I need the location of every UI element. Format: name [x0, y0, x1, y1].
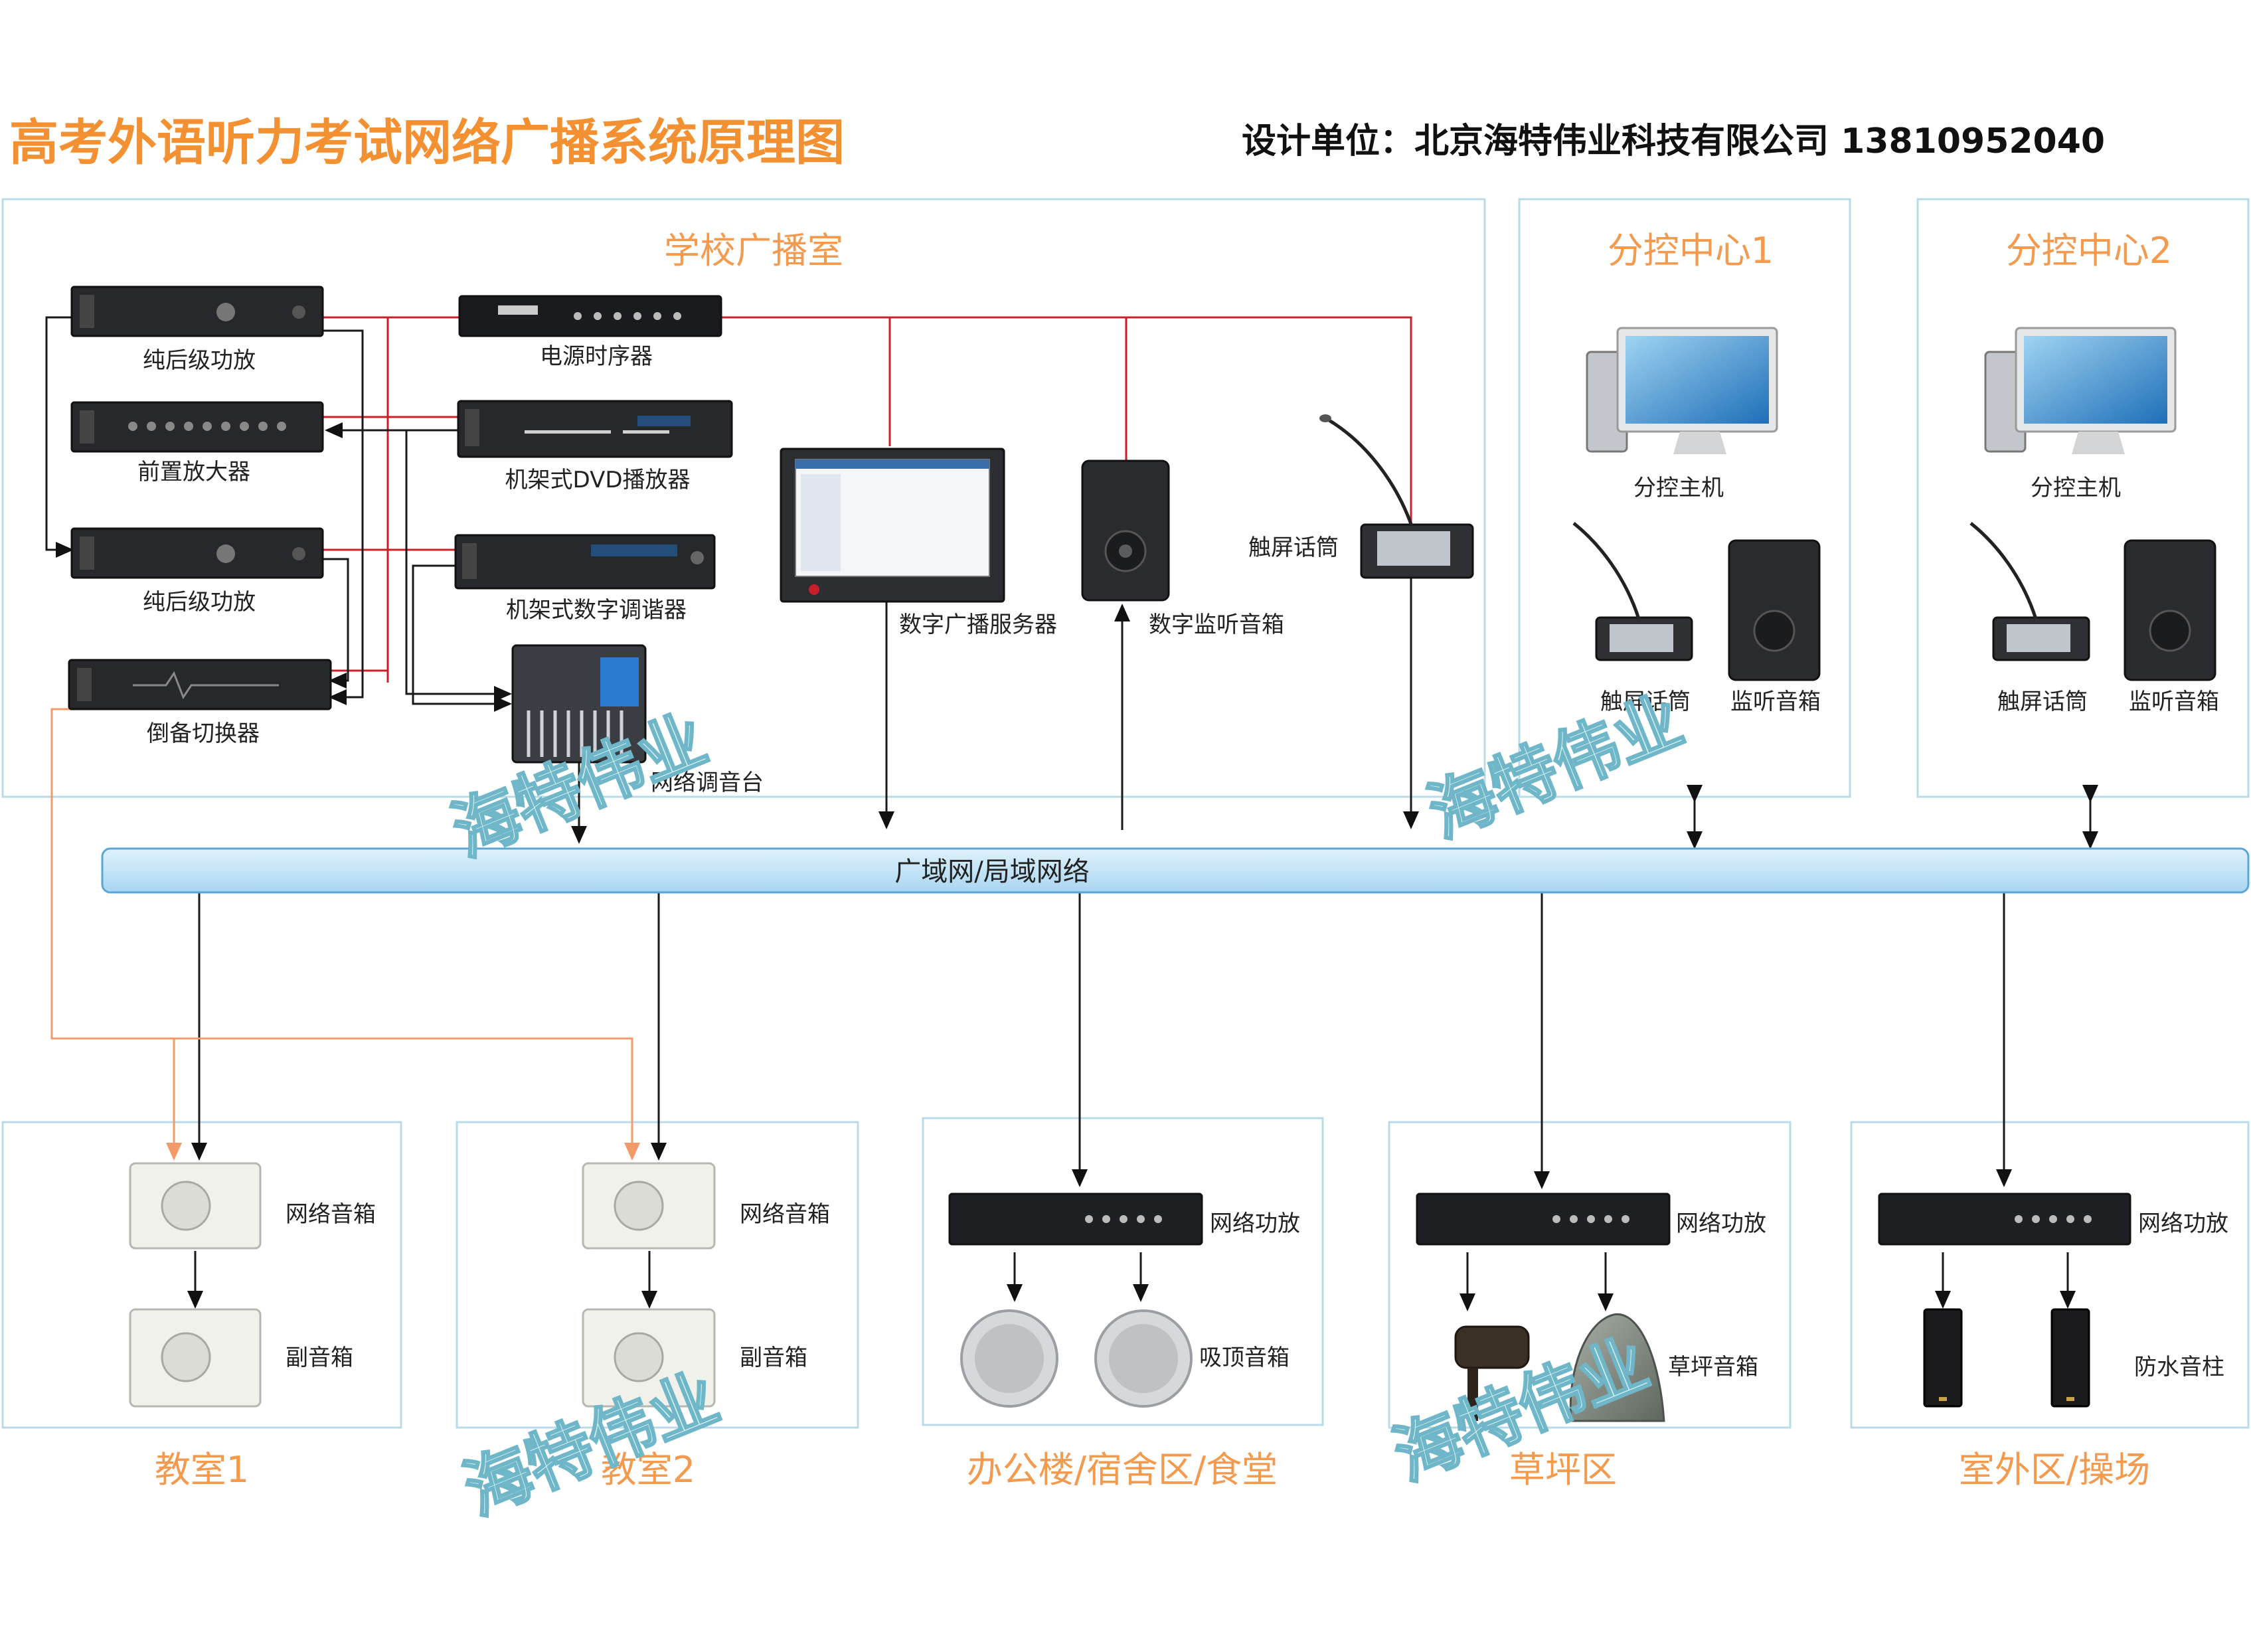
lawn-box — [1388, 1121, 1792, 1429]
label-sub2-speaker: 监听音箱 — [2129, 689, 2219, 715]
section-title-subcenter2: 分控中心2 — [2006, 230, 2172, 272]
label-mixer: 网络调音台 — [651, 770, 764, 796]
label-c1-net-speaker: 网络音箱 — [286, 1201, 376, 1228]
section-title-outdoor: 室外区/操场 — [1959, 1449, 2150, 1491]
section-title-classroom1: 教室1 — [155, 1449, 249, 1491]
office-ceiling-speaker-2 — [1094, 1309, 1193, 1408]
label-lawn-amp: 网络功放 — [1676, 1210, 1766, 1237]
outdoor-column-speaker-1 — [1923, 1308, 1963, 1408]
touch-mic — [1319, 414, 1474, 579]
label-sub2-mic: 触屏话筒 — [1997, 689, 2088, 715]
office-network-amp — [948, 1193, 1203, 1246]
outdoor-column-speaker-2 — [2050, 1308, 2090, 1408]
label-power-amp-2: 纯后级功放 — [143, 589, 256, 616]
section-title-lawn: 草坪区 — [1509, 1449, 1617, 1491]
office-box — [922, 1117, 1324, 1426]
backup-lines — [50, 708, 640, 1161]
label-backup-switch: 倒备切换器 — [147, 720, 260, 747]
label-sub1-speaker: 监听音箱 — [1730, 689, 1821, 715]
label-office-speaker: 吸顶音箱 — [1199, 1345, 1290, 1371]
label-sub1-mic: 触屏话筒 — [1600, 689, 1691, 715]
label-c1-sub-speaker: 副音箱 — [286, 1345, 353, 1371]
label-sub2-host: 分控主机 — [2031, 475, 2121, 501]
power-amp-2 — [70, 527, 324, 579]
tuner — [454, 534, 716, 590]
label-touch-mic: 触屏话筒 — [1248, 535, 1339, 561]
network-mixer — [511, 644, 647, 764]
watermark-2: 海特伟业 — [1418, 681, 1693, 853]
label-power-sequencer: 电源时序器 — [540, 343, 653, 370]
subcenter1-box — [1518, 198, 1851, 798]
classroom2-box — [456, 1121, 859, 1429]
lawn-rock-speaker — [1569, 1313, 1665, 1422]
classroom2-sub-speaker — [582, 1308, 716, 1408]
classroom1-network-speaker — [129, 1162, 262, 1250]
label-office-amp: 网络功放 — [1210, 1210, 1300, 1237]
network-bus — [101, 847, 2250, 894]
section-title-broadcast-room: 学校广播室 — [664, 230, 843, 272]
designer-info: 设计单位：北京海特伟业科技有限公司 13810952040 — [1242, 122, 2105, 161]
section-title-classroom2: 教室2 — [601, 1449, 695, 1491]
sub1-monitor-speaker — [1728, 539, 1821, 681]
classroom1-box — [1, 1121, 402, 1429]
broadcast-room-box — [1, 198, 1486, 798]
label-outdoor-speaker: 防水音柱 — [2134, 1354, 2224, 1380]
network-label: 广域网/局域网络 — [894, 857, 1089, 887]
section-title-office: 办公楼/宿舍区/食堂 — [967, 1449, 1278, 1491]
section-title-subcenter1: 分控中心1 — [1608, 230, 1774, 272]
label-outdoor-amp: 网络功放 — [2138, 1210, 2228, 1237]
sub1-host-computer — [1586, 327, 1778, 454]
label-power-amp-1: 纯后级功放 — [143, 347, 256, 374]
outdoor-box — [1850, 1121, 2250, 1429]
classroom2-network-speaker — [582, 1162, 716, 1250]
broadcast-server — [780, 448, 1005, 603]
office-ceiling-speaker-1 — [960, 1309, 1058, 1408]
monitor-speaker — [1081, 459, 1170, 602]
label-monitor-speaker: 数字监听音箱 — [1149, 612, 1284, 638]
preamp — [70, 401, 324, 453]
label-server: 数字广播服务器 — [899, 612, 1057, 638]
label-c2-sub-speaker: 副音箱 — [740, 1345, 807, 1371]
page-title: 高考外语听力考试网络广播系统原理图 — [9, 114, 845, 171]
signal-lines — [45, 309, 2098, 1311]
label-tuner: 机架式数字调谐器 — [506, 597, 687, 623]
label-preamp: 前置放大器 — [137, 459, 250, 485]
label-sub1-host: 分控主机 — [1633, 475, 1724, 501]
outdoor-network-amp — [1878, 1193, 2131, 1246]
sub2-touch-mic — [1969, 522, 2090, 661]
sub1-touch-mic — [1572, 522, 1693, 661]
classroom1-sub-speaker — [129, 1308, 262, 1408]
power-sequencer — [458, 295, 722, 337]
lawn-network-amp — [1416, 1193, 1671, 1246]
power-amp-1 — [70, 286, 324, 337]
label-lawn-speaker: 草坪音箱 — [1668, 1354, 1758, 1380]
sub2-monitor-speaker — [2124, 539, 2216, 681]
backup-switch — [68, 659, 332, 710]
sub2-host-computer — [1984, 327, 2177, 454]
dvd-player — [457, 400, 733, 458]
lawn-sign-speaker — [1454, 1325, 1530, 1421]
label-c2-net-speaker: 网络音箱 — [740, 1201, 830, 1228]
label-dvd-player: 机架式DVD播放器 — [505, 467, 690, 493]
